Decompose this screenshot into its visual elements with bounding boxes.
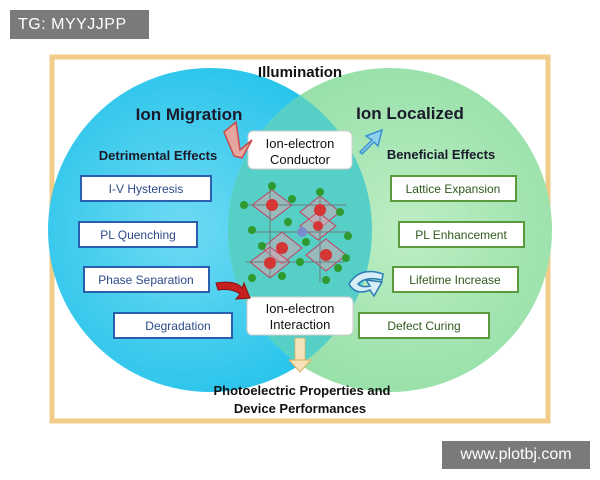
box-line: Conductor <box>270 152 331 167</box>
item-label: Lifetime Increase <box>409 273 501 287</box>
item-label: Defect Curing <box>387 319 460 333</box>
perovskite-lattice-illustration <box>240 182 352 284</box>
watermark-badge: TG: MYYJJPP <box>10 10 149 39</box>
ion-migration-title: Ion Migration <box>136 105 243 124</box>
item-label: I-V Hysteresis <box>109 182 184 196</box>
detrimental-item: Phase Separation <box>83 266 210 293</box>
website-watermark: www.plotbj.com <box>442 441 590 469</box>
up-right-arrow-icon <box>358 128 384 156</box>
up-left-arrow-icon <box>223 120 253 159</box>
item-label: Lattice Expansion <box>406 182 501 196</box>
curved-left-arrow-icon <box>348 270 384 298</box>
photoelectric-properties-label: Photoelectric Properties and <box>214 383 391 398</box>
ion-electron-interaction-box: Ion-electron Interaction <box>246 296 354 336</box>
box-line: Ion-electron <box>266 136 335 151</box>
beneficial-item: Defect Curing <box>358 312 490 339</box>
box-line: Interaction <box>270 317 331 332</box>
item-label: PL Quenching <box>100 228 176 242</box>
beneficial-item: PL Enhancement <box>398 221 525 248</box>
beneficial-item: Lifetime Increase <box>392 266 519 293</box>
detrimental-item: I-V Hysteresis <box>80 175 212 202</box>
item-label: PL Enhancement <box>415 228 507 242</box>
device-performances-label: Device Performances <box>234 401 366 416</box>
box-line: Ion-electron <box>266 301 335 316</box>
illumination-label: Illumination <box>258 64 342 81</box>
ion-localized-title: Ion Localized <box>356 104 464 123</box>
right-arrow-icon <box>215 281 251 300</box>
item-label: Degradation <box>145 319 210 333</box>
detrimental-item: Degradation <box>113 312 233 339</box>
ion-electron-conductor-box: Ion-electron Conductor <box>247 130 353 170</box>
beneficial-item: Lattice Expansion <box>390 175 517 202</box>
detrimental-item: PL Quenching <box>78 221 198 248</box>
down-arrow-icon <box>287 337 313 373</box>
beneficial-effects-label: Beneficial Effects <box>387 147 495 162</box>
item-label: Phase Separation <box>98 273 193 287</box>
detrimental-effects-label: Detrimental Effects <box>99 148 217 163</box>
